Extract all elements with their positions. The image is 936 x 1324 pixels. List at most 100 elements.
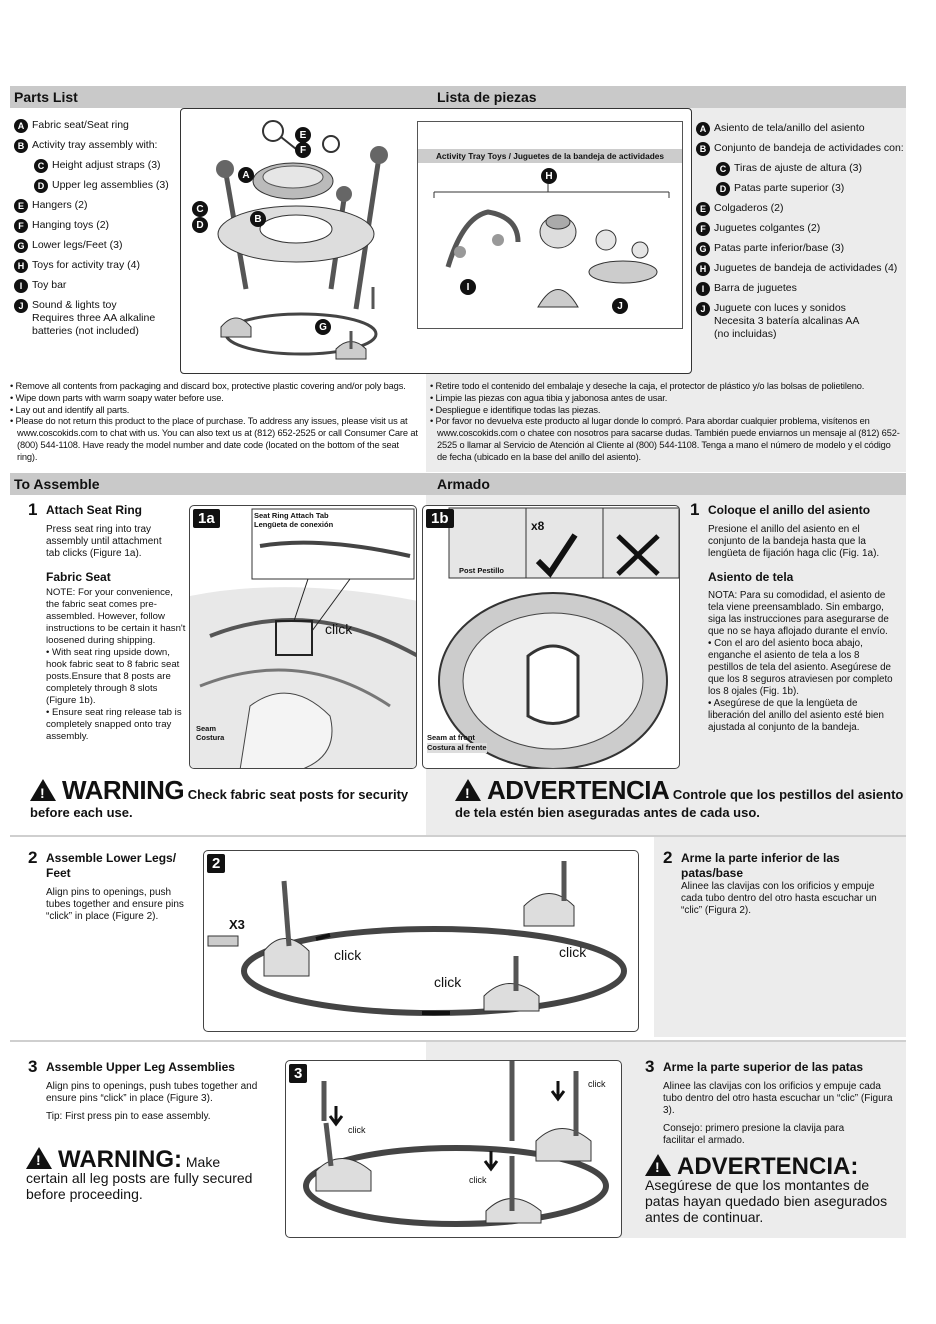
callout-H: H: [541, 168, 557, 184]
instruction-bullet: • Por favor no devuelva este producto al…: [430, 416, 900, 462]
instruction-bullet: • Lay out and identify all parts.: [10, 404, 130, 415]
step1-title-es: Coloque el anillo del asiento: [708, 503, 871, 517]
callout-C: C: [192, 201, 208, 217]
part-letter-badge: J: [14, 299, 28, 313]
part-description: Asiento de tela/anillo del asiento: [714, 122, 865, 134]
divider: [10, 1040, 906, 1042]
warning-triangle-icon: [455, 779, 481, 802]
figure-3-label: 3: [289, 1064, 308, 1083]
click-label-3b: click: [469, 1175, 487, 1185]
part-description: Activity tray assembly with:: [32, 139, 158, 151]
part-description: Colgaderos (2): [714, 202, 784, 214]
callout-J: J: [612, 298, 628, 314]
instruction-bullet: • Wipe down parts with warm soapy water …: [10, 392, 224, 403]
part-letter-badge: F: [696, 222, 710, 236]
part-letter-badge: A: [14, 119, 28, 133]
assemble-header: To Assemble Armado: [10, 473, 906, 495]
step3-es: 3 Arme la parte superior de las patas Al…: [645, 1057, 903, 1147]
callout-D: D: [192, 217, 208, 233]
part-letter-badge: J: [696, 302, 710, 316]
figure-1a-illustration: [190, 508, 416, 768]
parts-list-item: E Colgaderos (2): [696, 202, 908, 216]
part-letter-badge: E: [14, 199, 28, 213]
instruction-bullet: • Limpie las piezas con agua tibia y jab…: [430, 392, 668, 403]
callout-I: I: [460, 279, 476, 295]
callout-B: B: [250, 211, 266, 227]
warning-triangle-icon: [645, 1154, 671, 1176]
assemble-title-en: To Assemble: [14, 476, 100, 492]
tray-toys-illustration: [433, 184, 670, 308]
x8-label: x8: [531, 519, 545, 533]
figure-3-illustration: [303, 1061, 609, 1227]
step3-en: 3 Assemble Upper Leg Assemblies Align pi…: [28, 1057, 278, 1123]
part-letter-badge: I: [696, 282, 710, 296]
warning-triangle-icon: [26, 1147, 52, 1169]
part-letter-badge: D: [34, 179, 48, 193]
part-description: Lower legs/Feet (3): [32, 239, 123, 251]
parts-list-item: F Juguetes colgantes (2): [696, 222, 908, 236]
part-letter-badge: C: [34, 159, 48, 173]
part-description: Fabric seat/Seat ring: [32, 119, 129, 131]
part-letter-badge: I: [14, 279, 28, 293]
part-letter-badge: G: [696, 242, 710, 256]
attach-tab-callout: Seat Ring Attach Tab Lengüeta de conexió…: [254, 511, 334, 529]
instructions-es: • Retire todo el contenido del embalaje …: [430, 381, 900, 464]
post-callout: Post Pestillo: [459, 566, 505, 575]
callout-E: E: [295, 127, 311, 143]
parts-list-title-en: Parts List: [14, 89, 78, 105]
part-letter-badge: B: [14, 139, 28, 153]
part-description: Height adjust straps (3): [52, 159, 161, 171]
warning-3-es: ADVERTENCIA: Asegúrese de que los montan…: [645, 1154, 900, 1225]
divider: [10, 835, 906, 837]
warning-1-es: ADVERTENCIA Controle que los pestillos d…: [455, 777, 905, 822]
warning-3-en: WARNING: Make certain all leg posts are …: [26, 1147, 266, 1202]
part-letter-badge: F: [14, 219, 28, 233]
click-label-2c: click: [559, 944, 587, 960]
parts-list-title-es: Lista de piezas: [437, 89, 537, 105]
part-description: Conjunto de bandeja de actividades con:: [714, 142, 904, 154]
part-description: Juguetes de bandeja de actividades (4): [714, 262, 898, 274]
figure-1a: 1a Seat Ring Attach Tab Lengüeta de cone…: [189, 505, 417, 769]
parts-diagram: E F A C D B G Activity Tray Toys / Jugue…: [180, 108, 692, 374]
callout-A: A: [238, 167, 254, 183]
part-description: Toys for activity tray (4): [32, 259, 140, 271]
step1-note-es: NOTA: Para su comodidad, el asiento de t…: [708, 590, 893, 733]
step2-es: 2 Arme la parte inferior de las patas/ba…: [663, 848, 903, 917]
spanish-step2-bg: [654, 837, 906, 1037]
seam-callout-1a: Seam Costura: [196, 724, 225, 742]
assemble-title-es: Armado: [437, 476, 490, 492]
parts-list-item: A Fabric seat/Seat ring: [14, 119, 184, 133]
step1-note-en: NOTE: For your convenience, the fabric s…: [46, 587, 186, 742]
figure-3: 3 click click click: [285, 1060, 622, 1238]
figure-1b-label: 1b: [426, 509, 454, 528]
step3-title-en: Assemble Upper Leg Assemblies: [46, 1060, 235, 1074]
x3-label: X3: [229, 917, 245, 932]
part-letter-badge: H: [14, 259, 28, 273]
part-description: Toy bar: [32, 279, 67, 291]
part-letter-badge: E: [696, 202, 710, 216]
part-description: Hanging toys (2): [32, 219, 110, 231]
part-description: Hangers (2): [32, 199, 88, 211]
parts-list-item: G Lower legs/Feet (3): [14, 239, 184, 253]
step1-es: 1 Coloque el anillo del asiento Presione…: [690, 500, 902, 734]
instruction-bullet: • Despliegue e identifique todas las pie…: [430, 404, 601, 415]
part-description: Patas parte superior (3): [734, 182, 845, 194]
callout-G: G: [315, 319, 331, 335]
part-description: Juguetes colgantes (2): [714, 222, 821, 234]
figure-1a-label: 1a: [193, 509, 220, 528]
instruction-bullet: • Please do not return this product to t…: [10, 416, 418, 462]
click-label-2b: click: [434, 974, 462, 990]
step3-title-es: Arme la parte superior de las patas: [663, 1060, 864, 1074]
part-letter-badge: G: [14, 239, 28, 253]
part-description: Upper leg assemblies (3): [52, 179, 169, 191]
figure-1b: 1b x8 Post Pestillo Seam at front Costur…: [422, 505, 680, 769]
click-label-1a: click: [325, 621, 353, 637]
warning-1-en: WARNING Check fabric seat posts for secu…: [30, 777, 425, 822]
tray-toys-panel: Activity Tray Toys / Juguetes de la band…: [417, 121, 683, 329]
